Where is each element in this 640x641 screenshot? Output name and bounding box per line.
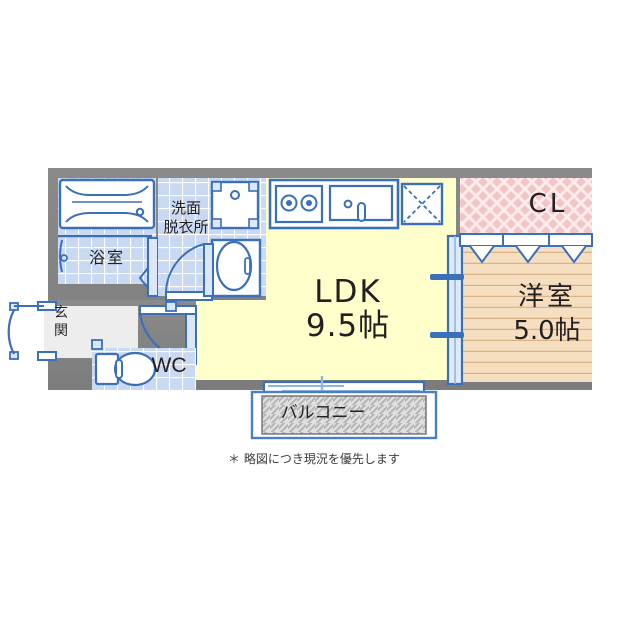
- washing-machine-space: [210, 180, 260, 230]
- toilet-fixture: [94, 351, 157, 387]
- vanity-sink-fixture: [210, 238, 262, 298]
- room-wc: [91, 339, 196, 390]
- room-closet: [460, 178, 592, 236]
- closet-sliding-doors[interactable]: [459, 233, 593, 264]
- room-yokushitsu: [58, 178, 159, 297]
- bedroom-sliding-door[interactable]: [430, 234, 464, 386]
- refrigerator-space: [400, 182, 444, 226]
- washroom-door[interactable]: [165, 243, 214, 301]
- room-genkan: [6, 301, 138, 382]
- entrance-door[interactable]: [6, 301, 57, 361]
- room-senmen: [158, 178, 266, 301]
- kitchen-sink-fixture: [328, 184, 394, 222]
- kitchen-counter: [268, 178, 444, 230]
- two-burner-stove: [274, 184, 324, 224]
- wc-door[interactable]: [91, 339, 150, 350]
- room-yoshitsu: [460, 240, 592, 382]
- bathtub-fixture: [58, 178, 156, 230]
- room-balcony: [250, 390, 438, 440]
